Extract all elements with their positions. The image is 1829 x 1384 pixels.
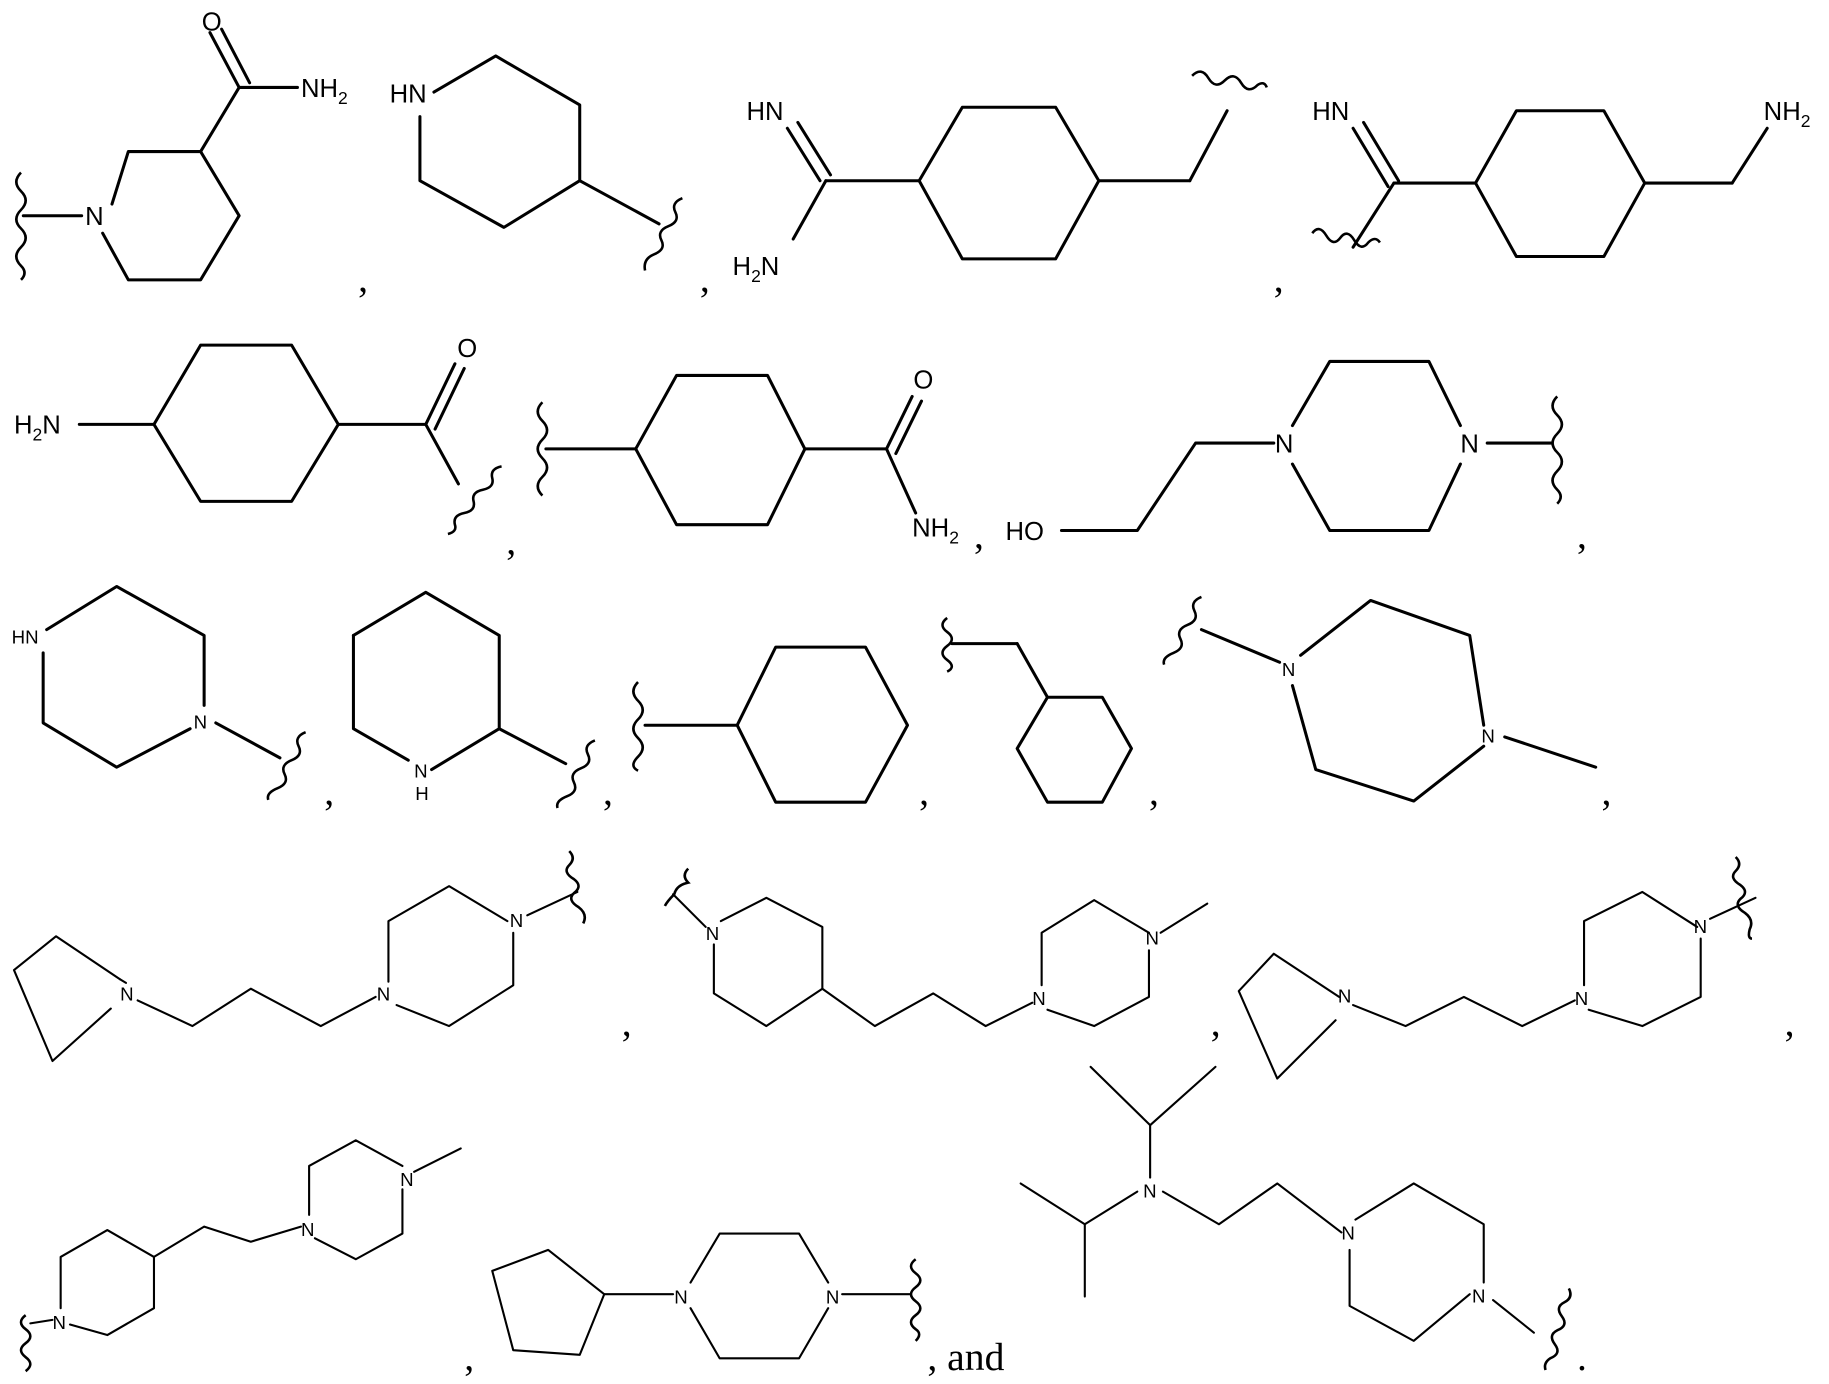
atom-label: N (1143, 1180, 1156, 1201)
atom-label: HN (390, 81, 427, 109)
separator: , (1211, 1000, 1221, 1044)
structure-7: HO N N , (1005, 359, 1587, 557)
wavy-bond-icon (1731, 856, 1753, 940)
wavy-bond-icon (1311, 227, 1381, 248)
separator: , (1274, 256, 1284, 300)
wavy-bond-icon (1543, 1287, 1572, 1371)
separator: , (919, 770, 929, 814)
structure-5: H2N O , (14, 335, 516, 563)
atom-label: N (1275, 430, 1294, 458)
wavy-bond-icon (941, 616, 954, 673)
structure-2: HN , (390, 54, 710, 300)
separator: , (1785, 1000, 1795, 1044)
atom-label: N (85, 203, 104, 231)
atom-label: N (414, 761, 427, 782)
wavy-bond-icon (266, 731, 307, 801)
structure-3: HN H2N , (733, 70, 1284, 300)
structure-8: HN N , (12, 584, 334, 814)
structure-14: N N N , (663, 867, 1221, 1044)
atom-label: HN (747, 98, 784, 126)
separator: . (1577, 1335, 1587, 1379)
wavy-bond-icon (663, 867, 691, 907)
structure-16: N N N , (19, 1139, 474, 1379)
atom-label: N (1694, 916, 1707, 937)
separator: , (1602, 770, 1612, 814)
separator: , (1577, 513, 1587, 557)
atom-label: N (674, 1287, 687, 1308)
separator: , (622, 1000, 632, 1044)
structure-9: N H , (351, 590, 613, 814)
structure-10: , (632, 645, 929, 814)
structure-18: N N N . (1019, 1065, 1587, 1379)
atom-label: N (1032, 988, 1045, 1009)
atom-label: N (1472, 1285, 1485, 1306)
atom-label: H2N (14, 412, 61, 445)
wavy-bond-icon (643, 197, 683, 271)
wavy-bond-icon (1551, 395, 1564, 505)
atom-label: NH2 (912, 514, 959, 547)
atom-label: HN (12, 627, 39, 648)
atom-label: N (826, 1287, 839, 1308)
wavy-bond-icon (632, 681, 644, 772)
wavy-bond-icon (555, 739, 596, 809)
atom-label: O (457, 335, 477, 363)
separator: , (464, 1335, 474, 1379)
wavy-bond-icon (15, 171, 27, 281)
structure-1: N O NH2 , (15, 8, 368, 300)
wavy-bond-icon (1162, 595, 1202, 666)
atom-label: O (913, 366, 933, 394)
atom-label: N (1145, 927, 1158, 948)
separator: , (506, 519, 516, 563)
atom-label: NH2 (301, 75, 348, 108)
atom-label: N (120, 983, 133, 1004)
structure-11: , (941, 616, 1159, 814)
atom-label: H (415, 783, 428, 804)
atom-label: N (52, 1312, 65, 1333)
atom-label: HO (1005, 518, 1043, 546)
atom-label: HN (1312, 98, 1349, 126)
atom-label: N (1282, 659, 1295, 680)
structure-13: N N N , (12, 850, 632, 1063)
wavy-bond-icon (1191, 70, 1268, 91)
atom-label: O (202, 8, 222, 36)
atom-label: N (377, 983, 390, 1004)
wavy-bond-icon (447, 465, 502, 536)
separator: , (324, 770, 334, 814)
separator: , and (927, 1335, 1004, 1379)
wavy-bond-icon (909, 1258, 922, 1342)
separator: , (358, 256, 368, 300)
atom-label: N (510, 910, 523, 931)
atom-label: N (1460, 430, 1479, 458)
atom-label: N (194, 712, 207, 733)
structure-4: HN NH2 (1311, 98, 1811, 259)
atom-label: N (1341, 1222, 1354, 1243)
atom-label: N (1338, 986, 1351, 1007)
structure-17: N N , and (491, 1232, 1005, 1379)
atom-label: H2N (733, 253, 780, 286)
separator: , (700, 256, 710, 300)
structure-12: N N , (1162, 595, 1612, 814)
atom-label: N (1575, 988, 1588, 1009)
structure-6: O NH2 , (536, 366, 984, 557)
wavy-bond-icon (19, 1314, 32, 1373)
atom-label: N (706, 923, 719, 944)
separator: , (1149, 770, 1159, 814)
separator: , (974, 513, 984, 557)
atom-label: NH2 (1764, 98, 1811, 131)
atom-label: N (301, 1219, 314, 1240)
atom-label: N (400, 1169, 413, 1190)
separator: , (603, 770, 613, 814)
wavy-bond-icon (565, 850, 587, 925)
structure-15: N N N , (1237, 856, 1795, 1080)
atom-label: N (1481, 726, 1494, 747)
wavy-bond-icon (536, 401, 549, 497)
